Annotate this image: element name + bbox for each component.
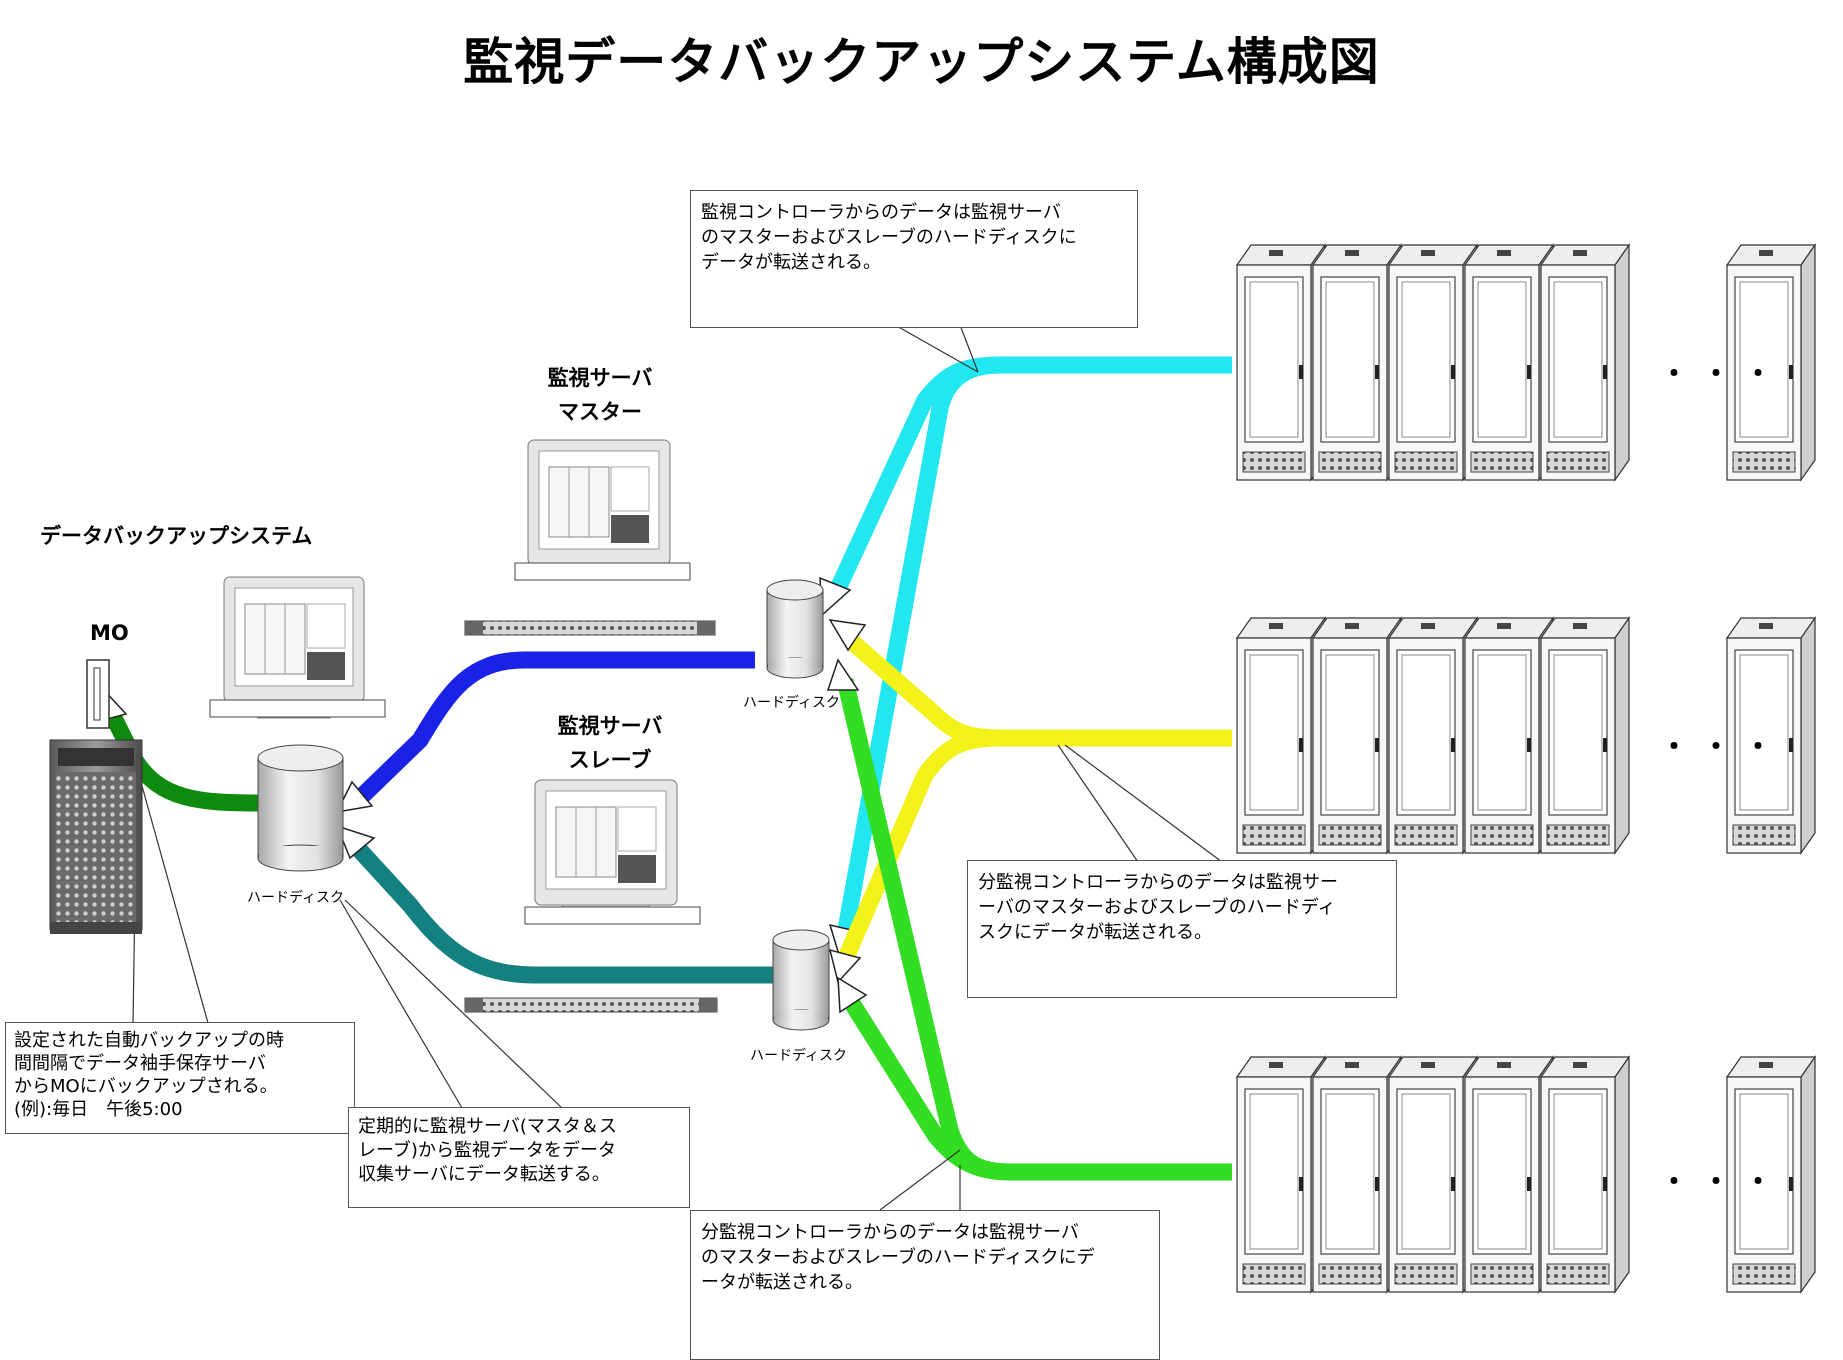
master-server-label-line1: 監視サーバ — [547, 366, 653, 390]
note-schedule: 設定された自動バックアップの時 間間隔でデータ袖手保存サーバ からMOにバックア… — [5, 1022, 355, 1134]
server-cabinet — [1725, 616, 1817, 855]
arrowhead-yellow-slave — [828, 948, 862, 984]
server-cabinet — [1311, 1055, 1403, 1294]
note-middle-line3: スクにデータが転送される。 — [978, 922, 1212, 943]
arrow-yellow-to-master — [844, 633, 1232, 747]
note-top: 監視コントローラからのデータは監視サーバ のマスターおよびスレーブのハードディス… — [690, 190, 1138, 328]
hard-disk-label-master: ハードディスク — [743, 695, 841, 711]
disk-slave — [772, 929, 830, 1031]
rack-server-master — [464, 620, 716, 636]
server-cabinet — [1311, 616, 1403, 855]
arrow-cyan-to-slave — [836, 356, 1232, 937]
note-periodic-line2: レーブ)から監視データをデータ — [358, 1140, 616, 1161]
monitor-backup — [209, 576, 386, 719]
server-cabinet — [1463, 243, 1555, 482]
server-cabinet — [1311, 243, 1403, 482]
ellipsis-row2: ・・・ — [1660, 730, 1787, 763]
note-bottom: 分監視コントローラからのデータは監視サーバ のマスターおよびスレーブのハードディ… — [690, 1210, 1160, 1360]
arrow-cyan-to-master — [827, 356, 1232, 599]
arrowhead-green-master — [826, 658, 860, 691]
note-periodic: 定期的に監視サーバ(マスタ＆ス レーブ)から監視データをデータ 収集サーバにデー… — [348, 1107, 690, 1208]
monitor-master — [514, 439, 691, 581]
hard-disk-label-backup: ハードディスク — [247, 890, 345, 906]
master-server-label-line2: マスター — [558, 400, 642, 424]
ellipsis-row1: ・・・ — [1660, 357, 1787, 390]
arrowhead-blue — [335, 780, 374, 813]
server-cabinet — [1539, 243, 1631, 482]
server-cabinet — [1387, 243, 1479, 482]
note-bottom-line3: ータが転送される。 — [701, 1272, 863, 1293]
server-cabinet — [1235, 616, 1327, 855]
arrowhead-green-slave — [837, 976, 868, 1014]
arrow-blue-master-to-backup — [352, 651, 755, 807]
note-schedule-line4: (例):毎日 午後5:00 — [14, 1099, 183, 1120]
server-cabinet — [1463, 1055, 1555, 1294]
note-schedule-line1: 設定された自動バックアップの時 — [14, 1030, 284, 1051]
slave-server-label: 監視サーバ スレーブ — [530, 710, 690, 774]
disk-backup — [257, 744, 344, 872]
rack-server-slave — [464, 997, 718, 1013]
note-middle-line2: ーバのマスターおよびスレーブのハードディ — [978, 897, 1336, 918]
note-bottom-line1: 分監視コントローラからのデータは監視サーバ — [701, 1222, 1079, 1243]
server-cabinet — [1539, 616, 1631, 855]
arrow-green-to-slave — [842, 995, 1232, 1181]
mo-drive — [86, 659, 110, 729]
disk-master — [766, 579, 824, 679]
master-server-label: 監視サーバ マスター — [520, 362, 680, 426]
server-cabinet — [1235, 1055, 1327, 1294]
server-cabinet — [1725, 1055, 1817, 1294]
note-periodic-line1: 定期的に監視サーバ(マスタ＆ス — [358, 1116, 617, 1137]
backup-system-label: データバックアップシステム — [40, 524, 313, 548]
callout-lines — [132, 324, 1223, 1211]
server-cabinet — [1235, 243, 1327, 482]
arrow-teal-slave-to-backup — [348, 839, 775, 984]
note-schedule-line2: 間間隔でデータ袖手保存サーバ — [14, 1053, 266, 1074]
server-cabinet — [1539, 1055, 1631, 1294]
note-periodic-line3: 収集サーバにデータ転送する。 — [358, 1164, 610, 1185]
slave-server-label-line1: 監視サーバ — [557, 714, 663, 738]
monitor-slave — [524, 779, 701, 925]
note-top-line3: データが転送される。 — [701, 252, 881, 273]
note-bottom-line2: のマスターおよびスレーブのハードディスクにデ — [701, 1247, 1095, 1268]
arrowhead-yellow-master — [828, 619, 867, 652]
server-cabinet — [1725, 243, 1817, 482]
note-schedule-line3: からMOにバックアップされる。 — [14, 1076, 278, 1097]
hard-disk-label-slave: ハードディスク — [750, 1048, 848, 1064]
mo-label: MO — [90, 621, 129, 645]
note-top-line2: のマスターおよびスレーブのハードディスクに — [701, 227, 1077, 248]
server-cabinet — [1387, 616, 1479, 855]
ellipsis-row3: ・・・ — [1660, 1165, 1787, 1198]
slave-server-label-line2: スレーブ — [568, 748, 652, 772]
arrow-yellow-to-slave — [837, 729, 1232, 964]
note-middle-line1: 分監視コントローラからのデータは監視サー — [978, 872, 1338, 893]
note-top-line1: 監視コントローラからのデータは監視サーバ — [701, 202, 1061, 223]
server-cabinet — [1463, 616, 1555, 855]
server-cabinet — [1387, 1055, 1479, 1294]
page-title: 監視データバックアップシステム構成図 — [463, 33, 1380, 91]
note-middle: 分監視コントローラからのデータは監視サー ーバのマスターおよびスレーブのハードデ… — [967, 860, 1397, 998]
tower-server — [49, 739, 143, 934]
